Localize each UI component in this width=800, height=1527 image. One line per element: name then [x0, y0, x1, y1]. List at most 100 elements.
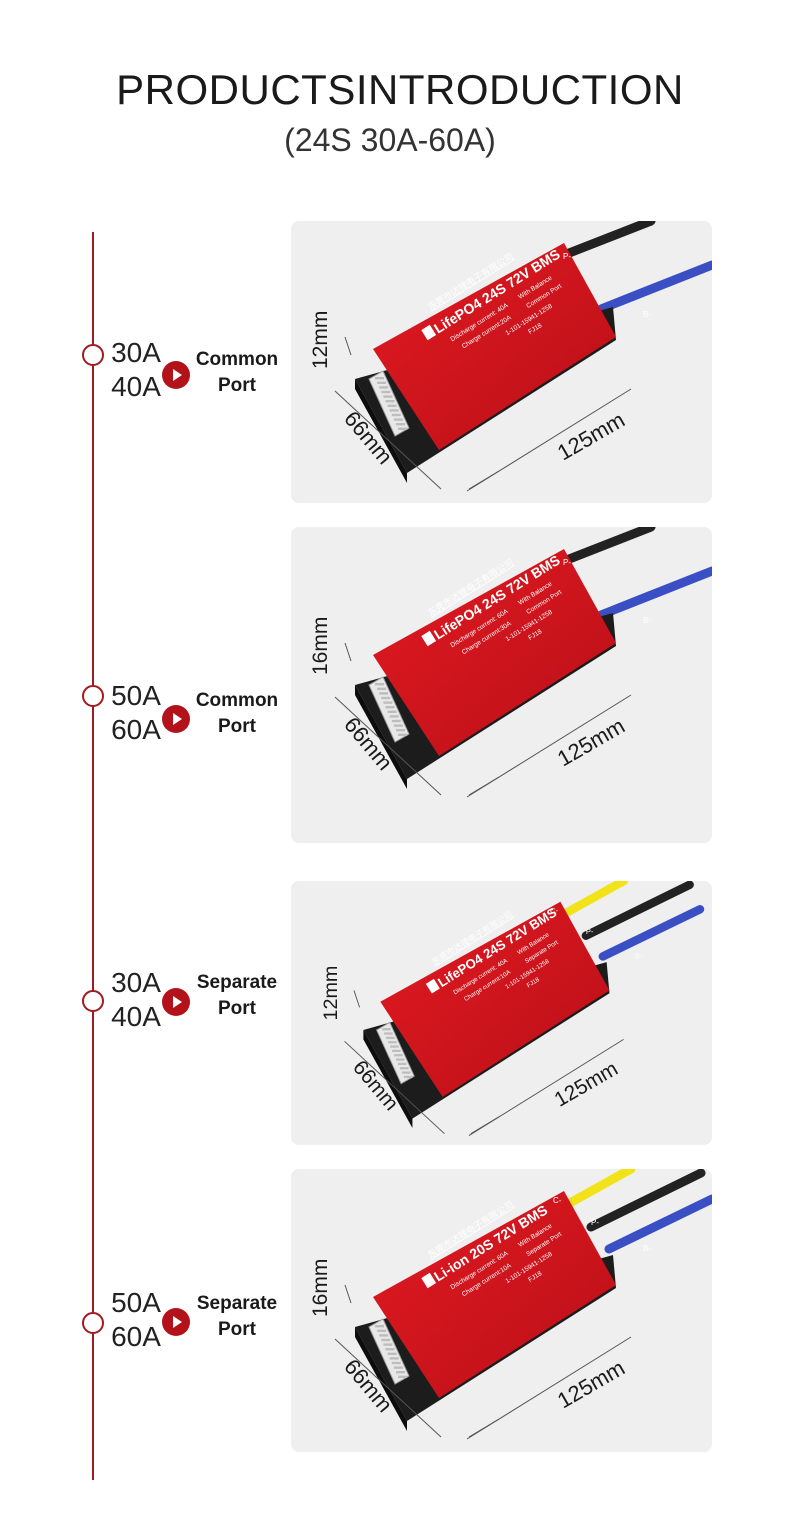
board-side	[355, 1327, 407, 1431]
terminal-label: P-	[586, 927, 594, 936]
height-dimension-line	[344, 642, 352, 662]
terminal-labels: P- B-	[563, 558, 651, 625]
height-dimension: 12mm	[320, 966, 342, 1021]
dimension-lines	[344, 990, 624, 1136]
terminal-labels: C- P- B-	[550, 906, 643, 960]
height-dimension: 12mm	[309, 311, 332, 369]
current-rating: 30A 40A	[106, 966, 166, 1034]
wire-1	[554, 221, 656, 262]
connector-pin	[398, 427, 408, 430]
connector-pin	[392, 1049, 401, 1053]
wires	[551, 881, 705, 961]
width-dimension-line	[334, 696, 442, 796]
port-type-line1: Separate	[196, 1293, 278, 1314]
timeline-dot	[82, 1312, 104, 1334]
terminal-label: B-	[635, 951, 643, 960]
width-dimension-line	[334, 1338, 442, 1438]
connector-pin	[389, 1357, 399, 1360]
connector-pins	[375, 683, 408, 736]
board-top	[373, 243, 616, 450]
timeline-dot	[82, 990, 104, 1012]
port-type-line1: Common	[195, 349, 279, 370]
terminal-label: B-	[643, 616, 651, 625]
port-type: Separate Port	[188, 1291, 286, 1343]
connector-pin	[391, 413, 401, 417]
wire-2	[596, 260, 712, 314]
brand-logo-icon	[425, 978, 440, 994]
current-rating-top: 30A	[111, 967, 161, 998]
width-dimension-line	[334, 390, 442, 490]
wire-1	[554, 1169, 636, 1214]
width-dimension-line	[344, 1040, 445, 1135]
port-type: Common Port	[188, 347, 286, 399]
board-top	[373, 1191, 616, 1398]
connector-pin	[379, 1334, 389, 1337]
connector-pin	[396, 1371, 405, 1374]
port-type: Common Port	[188, 688, 286, 740]
length-dimension-line-2	[466, 1336, 632, 1440]
arrow-right-icon	[162, 988, 190, 1016]
wire-3	[604, 1194, 712, 1254]
connector-pin	[398, 1062, 407, 1066]
wires	[554, 527, 712, 620]
wire-3	[598, 905, 705, 961]
connector-pin	[382, 1028, 391, 1031]
connector-pin	[387, 404, 397, 407]
length-dimension-line-2	[468, 1038, 624, 1136]
connector-pin	[381, 390, 391, 394]
height-dimension: 16mm	[309, 617, 332, 675]
current-rating: 30A 40A	[106, 336, 166, 404]
connector-pin	[400, 1067, 409, 1070]
terminal-label: C-	[550, 906, 558, 915]
bms-board-illustration: 东莞市达锂电子有限公司 Li-ion 20S 72V BMS Discharge…	[309, 1169, 712, 1440]
port-type-line1: Separate	[196, 972, 278, 993]
arrow-right-icon	[162, 1308, 190, 1336]
terminal-label: B-	[643, 1244, 651, 1253]
length-dimension-line-2	[466, 388, 632, 492]
port-type-line2: Port	[218, 1319, 256, 1340]
arrow-right-icon	[162, 361, 190, 389]
current-rating-bottom: 40A	[111, 371, 161, 402]
connector-pin	[383, 701, 393, 704]
board-top	[380, 901, 610, 1097]
connector-pin	[377, 381, 387, 384]
current-rating-bottom: 60A	[111, 714, 161, 745]
product-image-card: 东莞市达锂电子有限公司 LifePO4 24S 72V BMS Discharg…	[291, 221, 712, 503]
connector-pin	[396, 1058, 405, 1061]
page-subtitle: (24S 30A-60A)	[284, 122, 496, 158]
terminal-label: P-	[563, 252, 571, 261]
wire-2	[581, 881, 694, 940]
connector-pin	[386, 1036, 395, 1040]
connector-pin	[390, 1045, 399, 1048]
connector-pins	[375, 1325, 408, 1378]
length-dimension: 125mm	[550, 1057, 621, 1111]
connector-pin	[375, 1325, 384, 1328]
connector-pin	[381, 696, 391, 700]
connector-pin	[387, 710, 397, 713]
length-dimension: 125mm	[553, 1355, 629, 1413]
length-dimension: 125mm	[553, 713, 629, 771]
terminal-label: P-	[563, 558, 571, 567]
connector-pin	[389, 715, 399, 718]
current-rating-top: 50A	[111, 1287, 161, 1318]
connector-pin	[385, 706, 395, 709]
port-type-line1: Common	[195, 690, 279, 711]
connector-pin	[391, 1361, 401, 1365]
port-type-line2: Port	[218, 716, 256, 737]
wires	[554, 1169, 712, 1254]
connector-pin	[385, 400, 395, 403]
connector-pin	[377, 687, 387, 690]
board-side	[355, 685, 407, 789]
terminal-label: C-	[553, 1196, 562, 1205]
connector-pin	[377, 1329, 387, 1332]
dimension-lines	[334, 336, 632, 492]
connector-pin	[398, 733, 408, 736]
height-dimension-line	[344, 336, 352, 356]
connector-pin	[396, 729, 405, 732]
length-dimension-line-2	[466, 694, 632, 798]
board-side	[363, 1029, 413, 1129]
connector-pin	[389, 409, 399, 412]
connector-pin	[402, 1071, 411, 1074]
board-side	[355, 379, 407, 483]
port-type-line2: Port	[218, 375, 256, 396]
